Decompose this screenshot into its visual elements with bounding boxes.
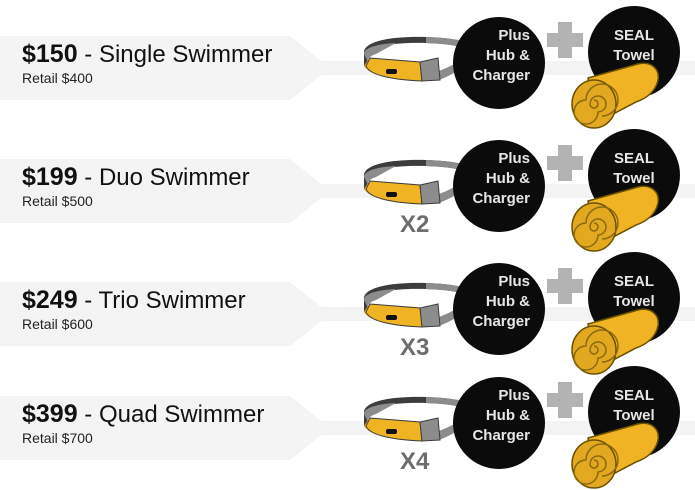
retail-price: Retail $700 <box>22 430 93 446</box>
plus-icon <box>547 22 583 58</box>
rolled-towel-icon <box>571 185 659 252</box>
package-name: Trio Swimmer <box>98 287 246 314</box>
package-price: $249 <box>22 286 78 314</box>
plus-icon <box>547 382 583 418</box>
hub-charger-circle <box>453 17 545 109</box>
title-separator: - <box>77 287 99 314</box>
price-banner <box>0 396 330 460</box>
price-banner <box>0 282 330 346</box>
rolled-towel-icon <box>571 308 659 375</box>
hub-charger-circle <box>453 140 545 232</box>
package-name: Quad Swimmer <box>98 401 265 428</box>
price-banner <box>0 159 330 223</box>
title-separator: - <box>77 41 99 68</box>
hub-charger-circle <box>453 377 545 469</box>
plus-icon <box>547 268 583 304</box>
package-title: $249 - Trio Swimmer <box>22 286 246 315</box>
package-price: $399 <box>22 400 78 428</box>
quantity-label: X3 <box>400 334 430 361</box>
title-separator: - <box>77 164 99 191</box>
retail-price: Retail $600 <box>22 316 93 332</box>
package-price: $150 <box>22 40 78 68</box>
hub-charger-circle <box>453 263 545 355</box>
price-banner <box>0 36 330 100</box>
package-name: Duo Swimmer <box>98 164 250 191</box>
plus-icon <box>547 145 583 181</box>
package-name: Single Swimmer <box>98 41 273 68</box>
quantity-label: X2 <box>400 211 430 238</box>
swim-band-icon <box>363 396 475 442</box>
rolled-towel-icon <box>571 422 659 489</box>
title-separator: - <box>77 401 99 428</box>
package-title: $150 - Single Swimmer <box>22 40 272 69</box>
package-price: $199 <box>22 163 78 191</box>
quantity-label: X4 <box>400 448 430 475</box>
retail-price: Retail $500 <box>22 193 93 209</box>
swim-band-icon <box>363 159 475 205</box>
package-title: $199 - Duo Swimmer <box>22 163 250 192</box>
retail-price: Retail $400 <box>22 70 93 86</box>
swim-band-icon <box>363 36 475 82</box>
rolled-towel-icon <box>571 62 659 129</box>
package-title: $399 - Quad Swimmer <box>22 400 264 429</box>
